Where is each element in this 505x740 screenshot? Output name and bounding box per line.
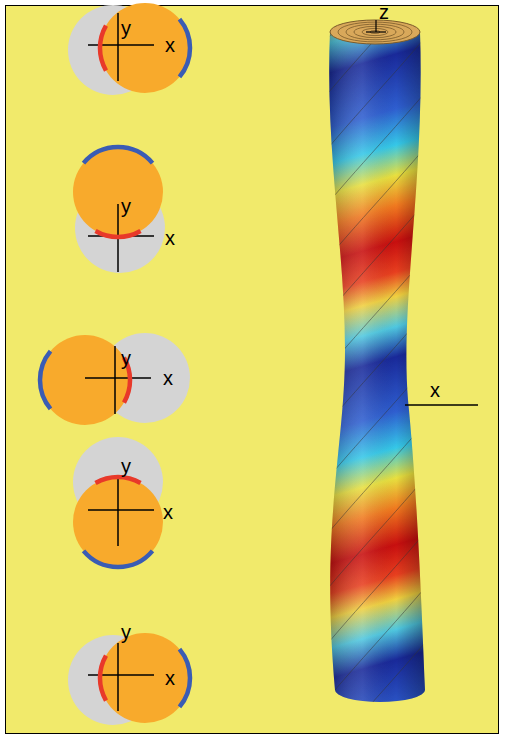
helix-line bbox=[310, 680, 440, 740]
helix-line bbox=[310, 20, 440, 170]
helix-line bbox=[310, 625, 440, 740]
axis-label: x bbox=[165, 228, 175, 248]
axis-label: x bbox=[163, 502, 173, 522]
y-axis bbox=[117, 13, 119, 81]
tension-arc bbox=[180, 19, 191, 77]
displaced-circle bbox=[100, 633, 190, 723]
axis-label: y bbox=[121, 18, 131, 38]
helix-line bbox=[310, 405, 440, 555]
compression-arc bbox=[100, 26, 106, 71]
growth-ring bbox=[346, 24, 404, 40]
helix-line bbox=[310, 75, 440, 225]
helix-line bbox=[310, 350, 440, 500]
cross-section-diagrams bbox=[40, 3, 190, 725]
helix-line bbox=[310, 735, 440, 740]
growth-ring bbox=[354, 26, 396, 37]
tension-arc bbox=[84, 147, 153, 163]
helix-line bbox=[310, 185, 440, 335]
axis-label: x bbox=[165, 668, 175, 688]
helix-line bbox=[310, 515, 440, 665]
compression-arc bbox=[96, 231, 141, 237]
helix-line bbox=[310, 570, 440, 720]
helix-line bbox=[310, 130, 440, 280]
compression-arc bbox=[100, 656, 106, 701]
x-axis bbox=[88, 509, 154, 511]
growth-ring bbox=[338, 22, 412, 42]
y-axis bbox=[117, 478, 119, 546]
tension-arc bbox=[84, 551, 153, 567]
displaced-circle bbox=[40, 335, 130, 425]
tension-arc bbox=[180, 649, 191, 707]
helix-line bbox=[310, 0, 440, 115]
axis-label: y bbox=[121, 348, 131, 368]
axis-label: x bbox=[165, 35, 175, 55]
axis-label: x bbox=[163, 368, 173, 388]
axis-label: x bbox=[430, 380, 440, 400]
helix-line bbox=[310, 295, 440, 445]
compression-arc bbox=[96, 477, 141, 483]
y-axis bbox=[114, 346, 116, 414]
axis-label: y bbox=[121, 196, 131, 216]
helix-line bbox=[310, 460, 440, 610]
growth-ring bbox=[362, 28, 388, 35]
axis-label: y bbox=[121, 456, 131, 476]
twisted-cylinder bbox=[310, 0, 478, 740]
displaced-circle bbox=[100, 3, 190, 93]
tension-arc bbox=[40, 351, 51, 409]
axis-label: y bbox=[121, 622, 131, 642]
helix-line bbox=[310, 240, 440, 390]
x-axis bbox=[85, 377, 151, 379]
axis-label: z bbox=[379, 2, 389, 22]
helix-line bbox=[310, 0, 440, 5]
y-axis bbox=[117, 643, 119, 711]
displaced-circle bbox=[73, 477, 163, 567]
helix-line bbox=[310, 0, 440, 60]
